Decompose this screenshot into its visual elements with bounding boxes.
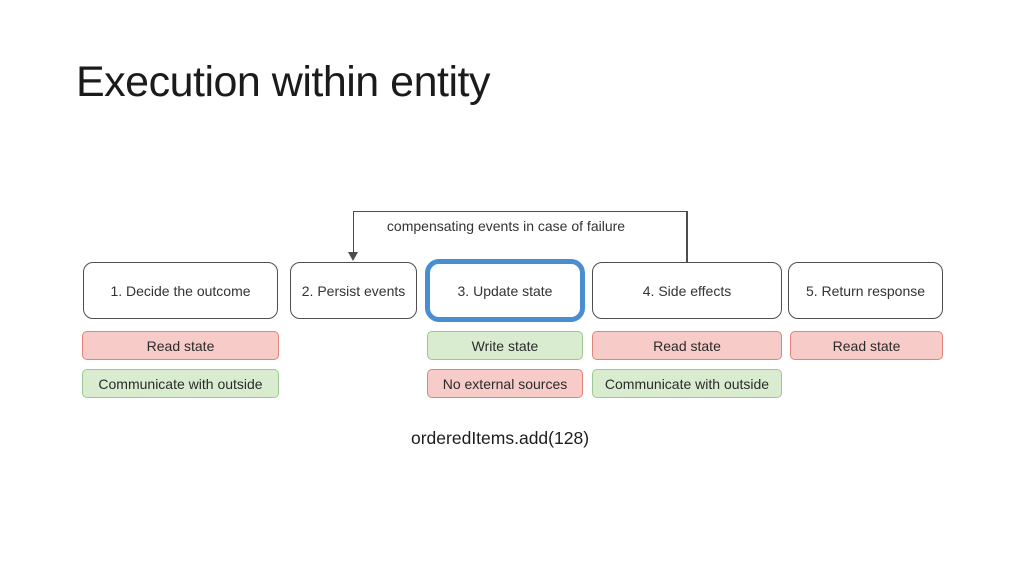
- step-label: 1. Decide the outcome: [110, 282, 251, 299]
- badge-read-state: Read state: [790, 331, 943, 360]
- step-box-persist-events: 2. Persist events: [290, 262, 417, 319]
- compensating-arrow-horizontal-line: [353, 211, 687, 212]
- compensating-arrow-left-line: [352, 211, 354, 253]
- step-box-side-effects: 4. Side effects: [592, 262, 782, 319]
- badge-write-state: Write state: [427, 331, 583, 360]
- badge-communicate-outside: Communicate with outside: [592, 369, 782, 398]
- page-title: Execution within entity: [76, 58, 490, 106]
- step-label: 3. Update state: [457, 282, 553, 299]
- compensating-arrow-label: compensating events in case of failure: [386, 218, 626, 234]
- step-box-decide-outcome: 1. Decide the outcome: [83, 262, 278, 319]
- step-box-update-state: 3. Update state: [425, 259, 585, 322]
- badge-no-external-sources: No external sources: [427, 369, 583, 398]
- code-annotation: orderedItems.add(128): [411, 428, 590, 448]
- arrow-down-icon: [348, 252, 358, 261]
- step-label: 2. Persist events: [301, 282, 406, 299]
- step-label: 4. Side effects: [642, 282, 732, 299]
- badge-communicate-outside: Communicate with outside: [82, 369, 279, 398]
- badge-read-state: Read state: [82, 331, 279, 360]
- compensating-arrow-right-line: [686, 211, 688, 262]
- badge-read-state: Read state: [592, 331, 782, 360]
- step-box-return-response: 5. Return response: [788, 262, 943, 319]
- step-label: 5. Return response: [805, 282, 926, 299]
